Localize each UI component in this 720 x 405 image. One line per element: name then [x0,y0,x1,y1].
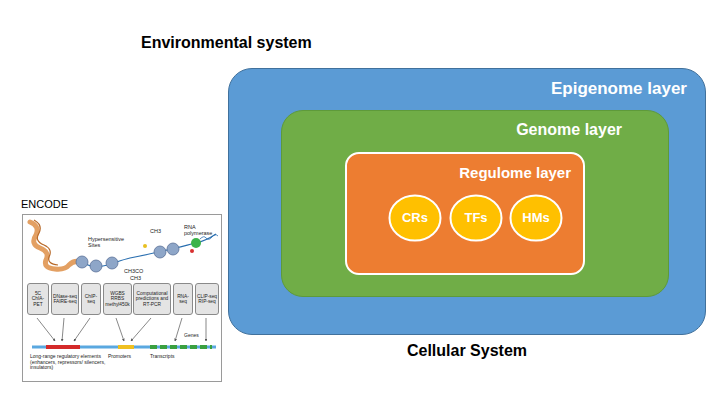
box-heading: Cellular System [229,342,705,360]
assay-box: RNA-seq [173,283,193,315]
rna-polymerase [191,238,201,248]
nucleosome [90,260,102,272]
assay-box: DNase-seq FAIRE-seq [51,283,79,315]
box-label: DNase-seq FAIRE-seq [53,294,77,305]
box-label: WGBS RRBS methyl450k [105,291,130,307]
marker-dot [190,249,194,253]
figure-label: Hypersensitive Sites [88,236,132,248]
chromatin-strand [34,220,58,265]
box-label: Computational predictions and RT-PCR [135,291,169,307]
figure-label: Transcripts [150,354,175,360]
figure-label: Promoters [108,354,131,360]
nucleosome [106,257,118,269]
dna-strand [83,234,216,267]
nucleosome [154,246,166,258]
figure-label: Genes [184,333,199,339]
box-label: Regulome layer [459,164,571,181]
assay-arrow [116,318,124,341]
figure-label: RNA polymerase [184,224,220,236]
assay-arrow [62,318,64,341]
genome-line [32,346,216,349]
box-label: ChIP-seq [83,294,99,305]
assay-arrow [37,318,55,341]
cr-ellipse: CRs [388,194,442,242]
assay-box: Computational predictions and RT-PCR [133,283,171,315]
box-label: CLIP-seq RIP-seq [197,294,217,305]
tf-ellipse: TFs [449,194,503,242]
nucleosome [76,256,88,268]
box-label: Epigenome layer [551,79,687,99]
chemical-label: CH3 [130,275,141,281]
promoter-mark [118,345,134,349]
ellipse-shape [390,196,441,241]
epigenome-layer-box: Epigenome layerCellular SystemGenome lay… [228,68,706,335]
chemical-label: CH3 [150,228,161,234]
chemical-label: CH3CO [124,268,143,274]
genome-layer-box: Genome layerRegulome layerCRs TFs HMs [281,110,669,297]
ellipse-shape [451,196,502,241]
assay-arrow [175,318,182,341]
assay-arrow [74,318,90,341]
system-title: Environmental system [141,34,312,52]
chromatin-fibre [30,222,83,269]
box-label: TFs [464,211,487,225]
transcript-mark [150,345,212,349]
assay-box: WGBS RRBS methyl450k [103,283,132,315]
regulome-layer-box: Regulome layerCRs TFs HMs [345,152,585,275]
assay-box: 5C ChIA-PET [27,283,49,315]
ellipse-shape [511,196,562,241]
assay-arrow [206,318,207,341]
box-label: CRs [402,211,428,225]
figure-ground [22,214,222,382]
box-label: Genome layer [516,121,622,139]
assay-box: CLIP-seq RIP-seq [195,283,219,315]
marker-dot [143,244,147,248]
box-label: RNA-seq [175,294,191,305]
regulatory-element [46,345,80,349]
figure-label: Long-range regulatory elements (enhancer… [30,354,112,371]
hm-ellipse: HMs [509,194,563,242]
assay-box: ChIP-seq [81,283,101,315]
assay-arrow [131,318,151,341]
box-label: HMs [522,211,549,225]
box-label: ENCODE [21,198,68,210]
nucleosome [167,243,179,255]
box-label: 5C ChIA-PET [29,291,47,307]
